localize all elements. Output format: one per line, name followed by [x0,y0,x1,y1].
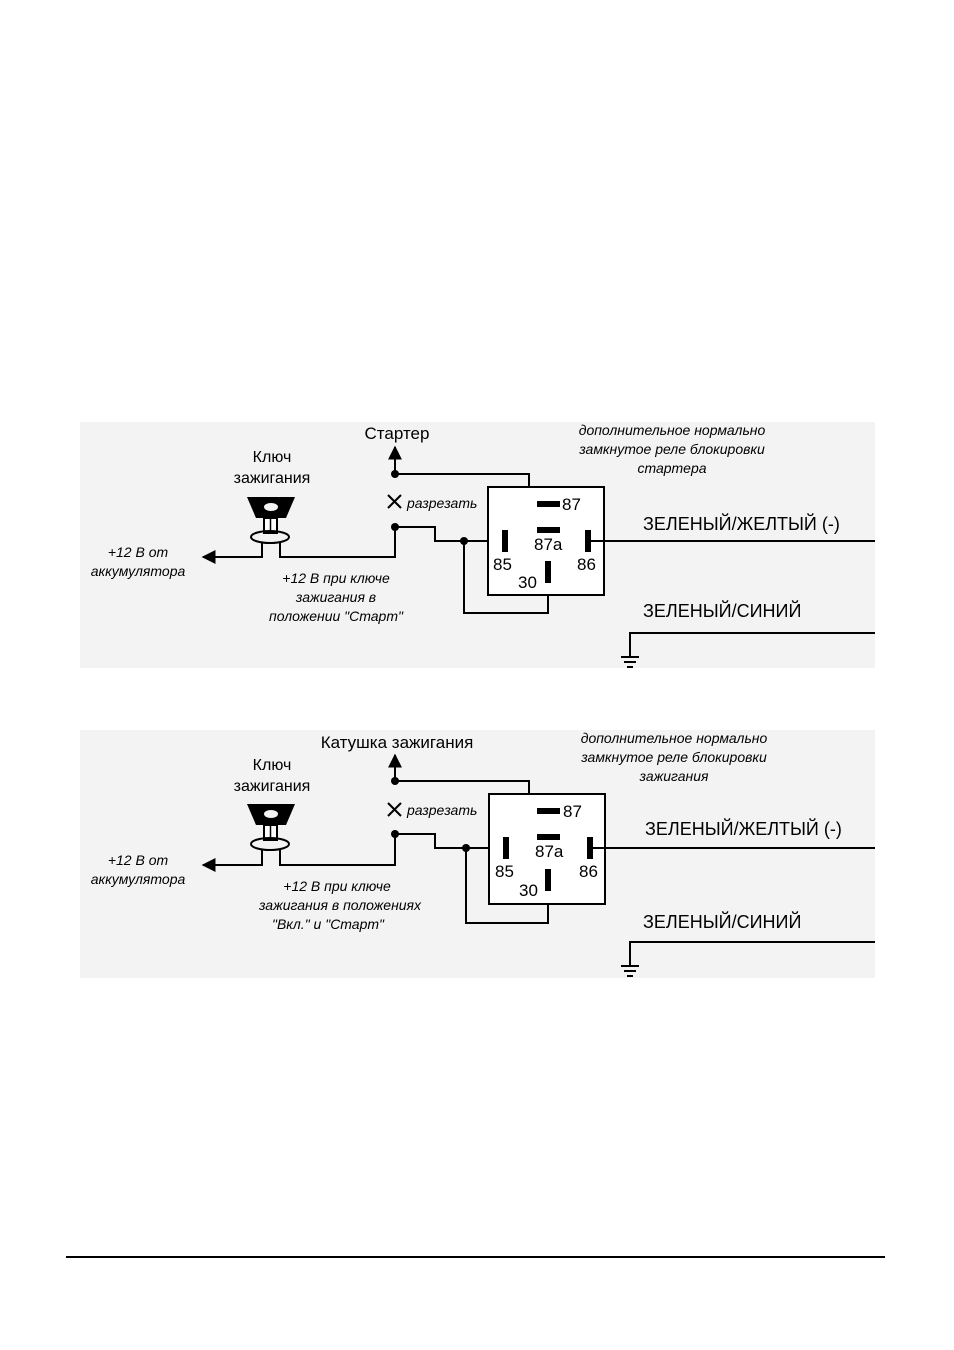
relay-pin-85 [503,837,509,859]
pin-87-label: 87 [563,802,582,821]
battery-label-line1: +12 В от [108,544,169,560]
pin-87a-label: 87а [535,842,564,861]
footer-divider [66,1256,885,1258]
cut-icon [387,802,402,817]
wire-to-30 [463,541,549,614]
pin-87-label: 87 [562,495,581,514]
ground-icon [621,656,639,668]
switched-label-line2: зажигания в [295,589,376,605]
key-title-line1: Ключ [253,449,292,466]
pin-86-label: 86 [577,555,596,574]
ignition-key-icon [247,497,295,544]
starter-relay-panel: Ключ зажигания +12 В от аккумулятора +12… [80,422,875,668]
relay-pin-87a [537,834,560,840]
cut-icon [387,494,402,509]
battery-wire [201,849,263,872]
switched-wire [279,834,396,866]
green-blue-label: ЗЕЛЕНЫЙ/СИНИЙ [643,911,801,932]
key-title-line1: Ключ [253,757,292,774]
ground-icon [621,965,639,977]
pin-87a-label: 87а [534,535,563,554]
green-blue-wire [629,941,875,966]
relay-pin-87a [537,527,560,533]
relay-pin-86 [587,837,593,859]
relay-pin-86 [585,530,591,552]
relay-note-line1: дополнительное нормально [579,422,766,438]
battery-label-line2: аккумулятора [91,563,186,579]
switched-label-line2: зажигания в положениях [258,897,422,913]
switched-label-line1: +12 В при ключе [283,878,391,894]
relay-note-line2: замкнутое реле блокировки [578,441,765,457]
pin-30-label: 30 [518,573,537,592]
pin-30-label: 30 [519,881,538,900]
switched-label-line3: положении "Старт" [269,608,404,624]
green-blue-label: ЗЕЛЕНЫЙ/СИНИЙ [643,600,801,621]
pin-85-label: 85 [495,862,514,881]
relay-note-line3: зажигания [638,768,709,784]
relay-note-line1: дополнительное нормально [581,730,768,746]
green-yellow-label: ЗЕЛЕНЫЙ/ЖЕЛТЫЙ (-) [645,818,842,839]
pin-86-label: 86 [579,862,598,881]
key-title-line2: зажигания [234,470,311,487]
battery-wire [201,542,263,564]
battery-label-line1: +12 В от [108,852,169,868]
ignition-key-icon [247,804,295,851]
switched-label-line3: "Вкл." и "Старт" [272,916,385,932]
wire-to-85 [395,526,505,542]
relay-pin-87 [537,501,560,507]
pin-85-label: 85 [493,555,512,574]
switched-wire [279,527,396,558]
cut-label: разрезать [406,802,477,818]
relay-pin-30 [545,869,551,891]
relay-pin-30 [545,561,551,583]
green-yellow-label: ЗЕЛЕНЫЙ/ЖЕЛТЫЙ (-) [643,513,840,534]
switched-label-line1: +12 В при ключе [282,570,390,586]
green-blue-wire [629,632,875,657]
key-title-line2: зажигания [234,778,311,795]
panel-background [80,422,875,668]
relay-pin-87 [537,808,560,814]
target-label: Катушка зажигания [321,733,474,752]
ignition-relay-panel: Ключ зажигания +12 В от аккумулятора +12… [80,730,875,978]
relay-note-line3: стартера [637,460,706,476]
target-label: Стартер [365,424,430,443]
panel-background [80,730,875,978]
relay-pin-85 [502,530,508,552]
wire-to-30 [465,848,549,924]
cut-label: разрезать [406,495,477,511]
battery-label-line2: аккумулятора [91,871,186,887]
relay-note-line2: замкнутое реле блокировки [580,749,767,765]
